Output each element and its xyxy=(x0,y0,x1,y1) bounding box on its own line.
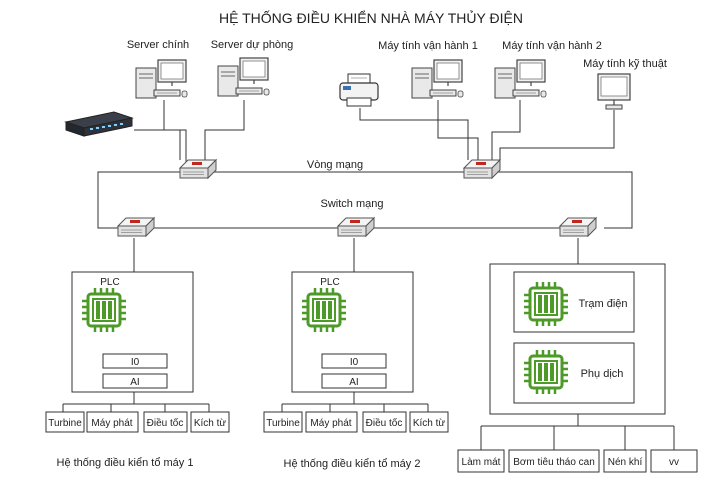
unit1-device-generator: Máy phát xyxy=(91,418,132,429)
unit2-caption: Hệ thống điều kiển tổ máy 2 xyxy=(284,458,421,470)
substation-label: Trạm điện xyxy=(578,298,627,310)
unit2-device-generator: Máy phát xyxy=(310,418,351,429)
auxiliary-devices: Làm mát Bơm tiêu tháo can Nén khí vv xyxy=(457,449,698,473)
network-switch-label: Switch mạng xyxy=(321,198,384,210)
server-backup-icon xyxy=(217,57,270,97)
ops-pc-1-icon xyxy=(411,59,464,99)
aux-device-etc: vv xyxy=(669,457,679,468)
aux-service-chip-icon xyxy=(522,348,570,396)
unit2-cabinet: PLC I0 AI xyxy=(291,271,414,393)
unit2-device-governor: Điều tốc xyxy=(366,417,403,429)
unit1-device-exciter: Kích từ xyxy=(194,418,227,429)
server-main-label: Server chính xyxy=(127,39,189,51)
connection-lines xyxy=(62,100,675,450)
ops-pc-2-label: Máy tính vận hành 2 xyxy=(502,40,602,52)
unit2-device-exciter: Kích từ xyxy=(413,418,446,429)
unit2-devices: Turbine Máy phát Điều tốc Kích từ xyxy=(263,411,449,433)
unit2-plc-label: PLC xyxy=(320,277,339,288)
unit1-device-turbine: Turbine xyxy=(48,418,82,429)
ring-switch-left-icon xyxy=(179,159,217,179)
rack-switch-icon xyxy=(64,111,134,137)
ring-switch-right-icon xyxy=(463,159,501,179)
server-backup-label: Server dự phòng xyxy=(211,39,294,51)
switch-aux-icon xyxy=(559,217,597,237)
unit2-plc-chip-icon xyxy=(300,286,348,334)
unit1-cabinet: PLC I0 AI xyxy=(71,271,194,393)
aux-service-label: Phụ dịch xyxy=(581,368,624,380)
unit2-io-module: I0 xyxy=(350,357,359,368)
tech-pc-label: Máy tính kỹ thuật xyxy=(583,58,667,70)
switch-unit1-icon xyxy=(117,217,155,237)
auxiliary-cabinet: Trạm điện Phụ dịch xyxy=(489,263,666,415)
unit1-ai-module: AI xyxy=(130,377,139,388)
tech-pc-icon xyxy=(597,73,631,110)
unit1-devices: Turbine Máy phát Điều tốc Kích từ xyxy=(45,411,230,433)
unit1-plc-label: PLC xyxy=(100,277,119,288)
printer-icon xyxy=(339,73,379,107)
server-main-icon xyxy=(135,59,188,99)
aux-device-drain-pump: Bơm tiêu tháo can xyxy=(513,457,595,468)
unit2-device-turbine: Turbine xyxy=(266,418,300,429)
switch-unit2-icon xyxy=(337,217,375,237)
unit2-ai-module: AI xyxy=(349,377,358,388)
ops-pc-2-icon xyxy=(494,59,547,99)
aux-device-compressor: Nén khí xyxy=(608,457,643,468)
ops-pc-1-label: Máy tính vận hành 1 xyxy=(378,40,478,52)
aux-device-cooling: Làm mát xyxy=(462,457,501,468)
unit1-device-governor: Điều tốc xyxy=(147,417,184,429)
diagram-title: HỆ THỐNG ĐIỀU KHIỂN NHÀ MÁY THỦY ĐIỆN xyxy=(219,9,523,26)
unit1-caption: Hệ thống điều kiển tổ máy 1 xyxy=(57,457,194,469)
unit1-plc-chip-icon xyxy=(80,286,128,334)
unit1-io-module: I0 xyxy=(131,357,140,368)
substation-chip-icon xyxy=(522,280,570,328)
ring-network-label: Vòng mạng xyxy=(307,159,363,171)
